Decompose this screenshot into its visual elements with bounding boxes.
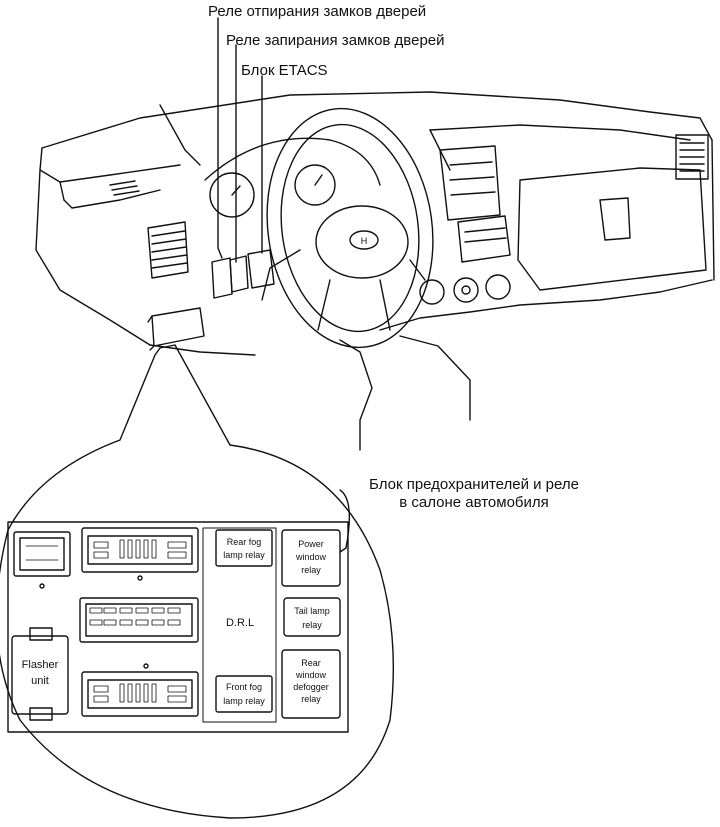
front-fog-label-1: Front fog — [226, 682, 262, 692]
rear-defogger-label-3: defogger — [293, 682, 329, 692]
flasher-label-2: unit — [31, 675, 49, 687]
power-window-label-2: window — [295, 552, 327, 562]
callout-fuse-box-line1: Блок предохранителей и реле — [369, 476, 579, 493]
flasher-label-1: Flasher — [22, 659, 59, 671]
power-window-label-3: relay — [301, 565, 321, 575]
etacs-shape — [247, 249, 275, 289]
instrument-cluster — [204, 137, 381, 218]
rear-fog-label-1: Rear fog — [227, 537, 262, 547]
callout-unlock-relay: Реле отпирания замков дверей — [208, 3, 427, 20]
hyundai-logo: H — [361, 236, 368, 246]
tail-lamp-label-1: Tail lamp — [294, 606, 330, 616]
callout-etacs: Блок ETACS — [241, 62, 328, 79]
rear-fog-label-2: lamp relay — [223, 550, 265, 560]
relay-unlock-shape — [211, 257, 233, 299]
rear-defogger-label-2: window — [295, 670, 327, 680]
rear-defogger-label-1: Rear — [301, 658, 321, 668]
relay-lock-shape — [229, 255, 249, 293]
leader-lines — [217, 17, 351, 553]
rear-defogger-label-4: relay — [301, 694, 321, 704]
power-window-label-1: Power — [298, 539, 324, 549]
magnify-bubble — [0, 344, 395, 819]
front-fog-label-2: lamp relay — [223, 696, 265, 706]
fuse-box-on-dash — [147, 307, 205, 351]
drl-label: D.R.L — [226, 617, 254, 629]
tail-lamp-label-2: relay — [302, 620, 322, 630]
callout-fuse-box: Блок предохранителей и реле в салоне авт… — [340, 476, 608, 512]
callout-lock-relay: Реле запирания замков дверей — [226, 32, 445, 49]
callout-fuse-box-line2: в салоне автомобиля — [399, 494, 549, 511]
fuse-box-detail: Flasher unit — [7, 521, 349, 733]
steering-wheel: H — [261, 107, 434, 349]
